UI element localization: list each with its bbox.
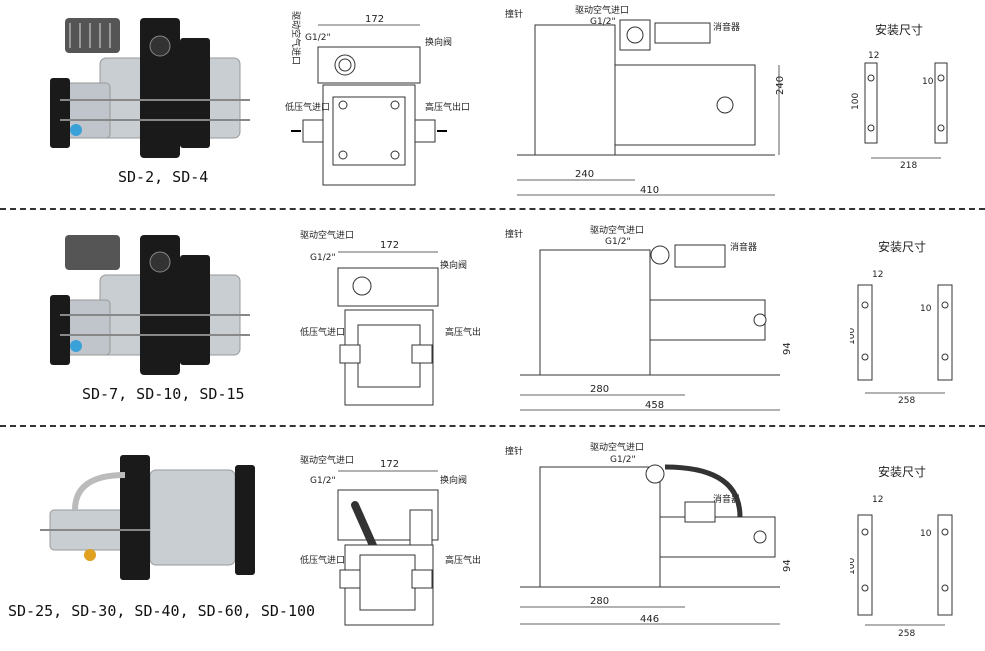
mount-d3: 100 xyxy=(851,93,861,110)
separator xyxy=(0,425,985,427)
side-view-drawing: 撞针 驱动空气进口 G1/2" 消音器 280 458 94 xyxy=(505,225,793,411)
mounting-drawing: 安装尺寸 12 10 100 258 xyxy=(850,464,953,639)
side-drive-label: 驱动空气进口 xyxy=(575,5,629,16)
side-drive-port: G1/2" xyxy=(590,17,616,27)
drive-port-size: G1/2" xyxy=(305,33,331,43)
row-3: SD-25, SD-30, SD-40, SD-60, SD-100 172 低… xyxy=(0,430,985,651)
high-pressure-outlet-label: 高压气出口 xyxy=(425,101,470,113)
mount-d4: 258 xyxy=(898,629,915,639)
drive-port-size: G1/2" xyxy=(310,476,336,486)
mounting-title: 安装尺寸 xyxy=(875,22,923,37)
width-dim: 172 xyxy=(365,14,384,25)
separator xyxy=(0,208,985,210)
side-view-drawing: 撞针 驱动空气进口 G1/2" 消音器 240 410 240 xyxy=(505,5,786,196)
mount-d1: 12 xyxy=(868,51,879,61)
valve-label: 换向阀 xyxy=(425,36,452,48)
side-view-drawing: 撞针 驱动空气进口 G1/2" 消音器 280 446 94 xyxy=(505,442,793,625)
low-pressure-inlet-label: 低压气进口 xyxy=(285,101,330,113)
front-view-drawing: 172 低压气进口 高压气出口 换向阀 G1/2" 驱动空气进口 xyxy=(300,455,480,626)
side-drive-port: G1/2" xyxy=(610,455,636,465)
model-caption: SD-2, SD-4 xyxy=(118,168,209,186)
striker-label: 撞针 xyxy=(505,228,523,240)
mount-d2: 10 xyxy=(920,304,932,314)
dim-a: 280 xyxy=(590,384,609,395)
front-view-drawing: 172 低压气进口 高压气出口 换向阀 G1/2" 驱动空气进口 xyxy=(300,229,480,406)
mount-d2: 10 xyxy=(920,529,932,539)
dim-height: 94 xyxy=(782,342,793,355)
muffler-label: 消音器 xyxy=(713,21,740,33)
model-caption: SD-7, SD-10, SD-15 xyxy=(82,385,245,403)
dim-a: 280 xyxy=(590,596,609,607)
booster-photo xyxy=(50,235,250,375)
mount-d2: 10 xyxy=(922,77,934,87)
mount-d1: 12 xyxy=(872,495,883,505)
high-pressure-outlet-label: 高压气出口 xyxy=(445,326,480,338)
drive-port-size: G1/2" xyxy=(310,253,336,263)
dim-a: 240 xyxy=(575,169,594,180)
striker-label: 撞针 xyxy=(505,8,523,20)
striker-label: 撞针 xyxy=(505,445,523,457)
dim-b: 458 xyxy=(645,400,664,411)
valve-label: 换向阀 xyxy=(440,474,467,486)
muffler-label: 消音器 xyxy=(730,241,757,253)
side-drive-port: G1/2" xyxy=(605,237,631,247)
booster-photo xyxy=(40,455,255,580)
width-dim: 172 xyxy=(380,459,399,470)
front-view-drawing: 172 驱动空气进口 低压气进口 高压气出口 换向阀 G1/2" xyxy=(285,11,470,186)
mounting-drawing: 安装尺寸 12 10 100 218 xyxy=(851,22,948,171)
drive-port-label: 驱动空气进口 xyxy=(290,11,302,65)
drive-port-label: 驱动空气进口 xyxy=(300,229,354,241)
model-caption: SD-25, SD-30, SD-40, SD-60, SD-100 xyxy=(8,602,316,620)
high-pressure-outlet-label: 高压气出口 xyxy=(445,554,480,566)
dim-height: 94 xyxy=(782,559,793,572)
mount-d3: 100 xyxy=(850,558,857,575)
mount-d4: 218 xyxy=(900,161,917,171)
dim-b: 410 xyxy=(640,185,659,196)
mounting-title: 安装尺寸 xyxy=(878,239,926,254)
width-dim: 172 xyxy=(380,240,399,251)
mount-d3: 100 xyxy=(850,328,857,345)
valve-label: 换向阀 xyxy=(440,259,467,271)
drive-port-label: 驱动空气进口 xyxy=(300,455,354,466)
row-1: SD-2, SD-4 172 驱动空气进口 低压气进口 高压气出口 换向阀 G1… xyxy=(0,0,985,205)
side-drive-label: 驱动空气进口 xyxy=(590,442,644,453)
mounting-title: 安装尺寸 xyxy=(878,464,926,479)
booster-photo xyxy=(50,18,250,158)
mount-d1: 12 xyxy=(872,270,883,280)
dim-b: 446 xyxy=(640,614,659,625)
low-pressure-inlet-label: 低压气进口 xyxy=(300,554,345,566)
dim-height: 240 xyxy=(775,76,786,95)
mounting-drawing: 安装尺寸 12 10 100 258 xyxy=(850,239,953,405)
row-2: SD-7, SD-10, SD-15 172 低压气进口 高压气出口 换向阀 G… xyxy=(0,215,985,420)
mount-d4: 258 xyxy=(898,396,915,405)
side-drive-label: 驱动空气进口 xyxy=(590,225,644,236)
low-pressure-inlet-label: 低压气进口 xyxy=(300,326,345,338)
